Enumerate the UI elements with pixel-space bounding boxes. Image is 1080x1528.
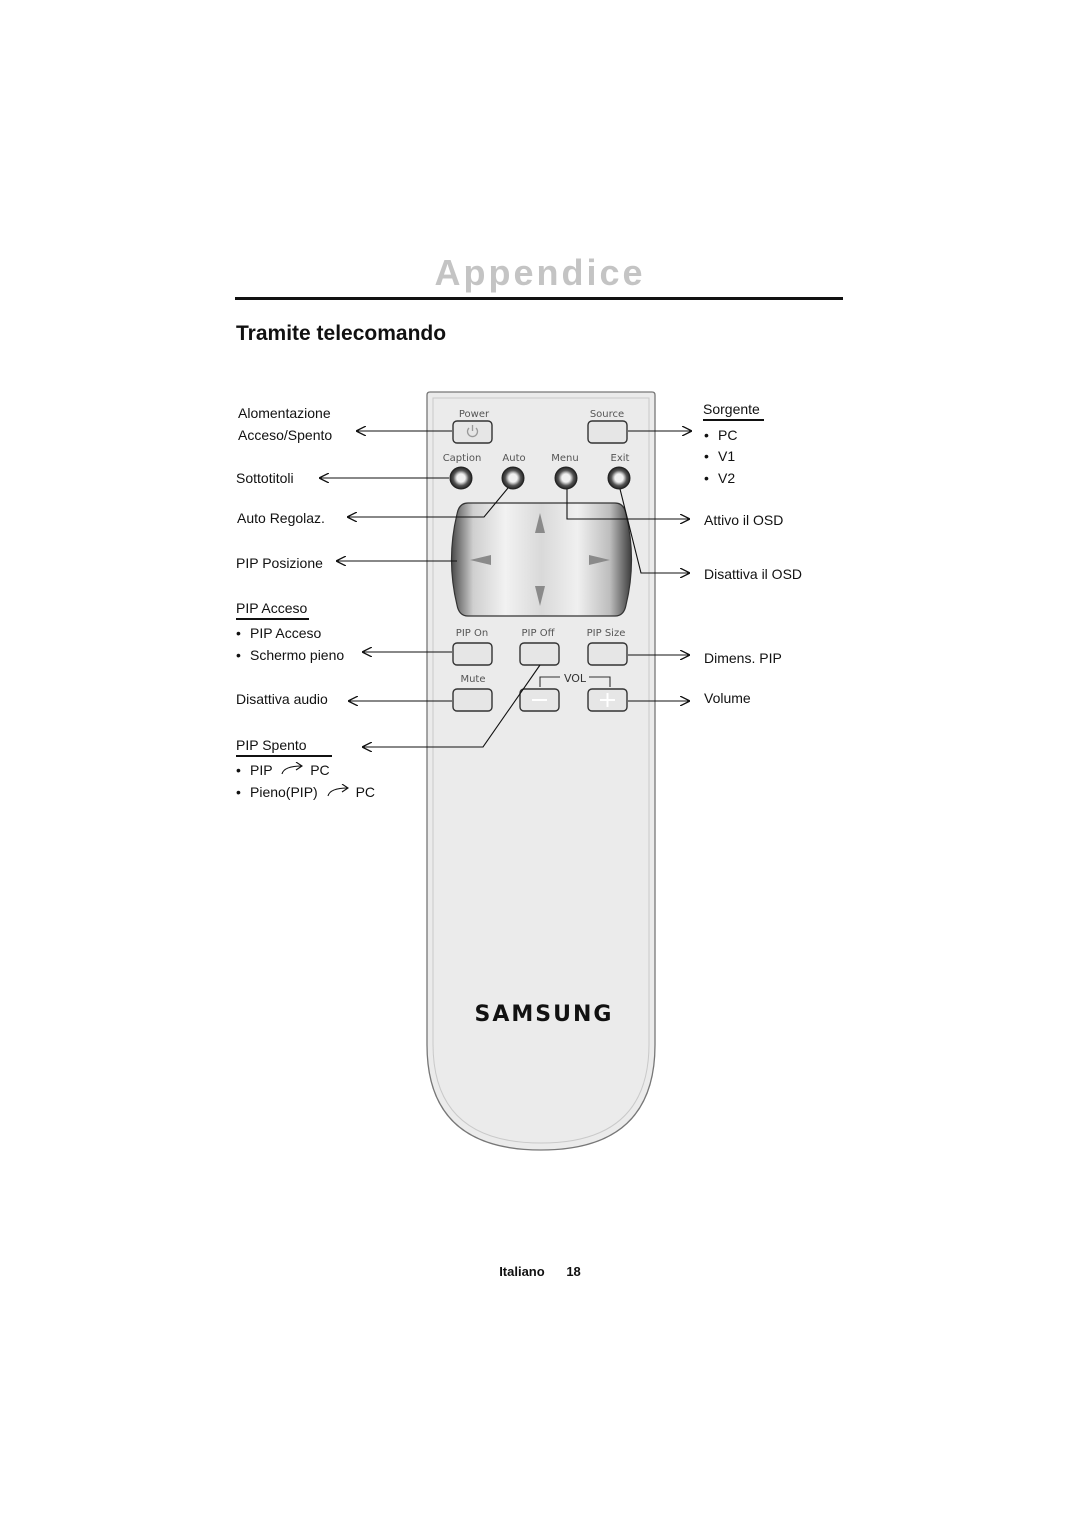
callout-lines	[319, 431, 692, 747]
pip-on-item-1: •PIP Acceso	[236, 625, 322, 641]
pip-on-item-2: •Schermo pieno	[236, 647, 345, 663]
footer-language: Italiano	[499, 1264, 545, 1279]
pip-size-button	[587, 642, 628, 666]
caption-callout-label: Sottotitoli	[236, 470, 294, 486]
title-rule	[235, 297, 843, 300]
page-footer: Italiano 18	[0, 1264, 1080, 1279]
mute-button	[452, 688, 493, 712]
menu-label: Menu	[551, 453, 578, 464]
arrow-up-icon	[535, 513, 545, 533]
mute-callout-label: Disattiva audio	[236, 691, 328, 707]
source-item-3: •V2	[704, 470, 736, 486]
page-subtitle: Tramite telecomando	[236, 322, 447, 345]
menu-callout-label: Attivo il OSD	[704, 512, 784, 528]
exit-callout-label: Disattiva il OSD	[704, 566, 803, 582]
source-item-2: •V1	[704, 448, 736, 464]
samsung-logo: SAMSUNG	[475, 1002, 614, 1027]
caption-label: Caption	[443, 453, 482, 464]
pip-off-button	[519, 642, 560, 666]
pip-off-title: PIP Spento	[236, 737, 332, 757]
source-label: Source	[590, 409, 624, 420]
source-title: Sorgente	[703, 401, 764, 421]
source-item-1: •PC	[704, 427, 738, 443]
power-label-line2: Acceso/Spento	[238, 427, 333, 443]
arrow-down-icon	[535, 586, 545, 606]
page-number: 18	[566, 1264, 581, 1279]
pip-off-item-2: •Pieno(PIP) PC	[236, 783, 376, 800]
pip-on-button	[452, 642, 493, 666]
section-title: Appendice	[434, 252, 646, 293]
power-icon	[466, 425, 479, 438]
pip-off-label: PIP Off	[522, 628, 556, 639]
exit-label: Exit	[611, 453, 630, 464]
power-label-line1: Alomentazione	[238, 405, 331, 421]
pip-on-label: PIP On	[456, 628, 488, 639]
vol-label: VOL	[564, 672, 587, 685]
auto-callout-label: Auto Regolaz.	[237, 510, 325, 526]
volume-callout-label: Volume	[704, 690, 751, 706]
arrow-right-icon	[589, 555, 610, 565]
source-button	[587, 420, 628, 444]
power-label: Power	[459, 409, 490, 420]
power-button	[452, 420, 493, 444]
pip-position-callout-label: PIP Posizione	[236, 555, 323, 571]
arrow-left-icon	[470, 555, 491, 565]
plus-icon	[600, 693, 615, 707]
auto-label: Auto	[502, 453, 525, 464]
arrow-right-icon	[281, 761, 304, 775]
mute-label: Mute	[460, 674, 485, 685]
pip-size-label: PIP Size	[587, 628, 626, 639]
pip-off-item-1: •PIP PC	[236, 761, 330, 778]
pip-size-callout-label: Dimens. PIP	[704, 650, 782, 666]
arrow-right-icon	[327, 783, 349, 797]
pip-on-title: PIP Acceso	[236, 600, 309, 620]
vol-bracket	[539, 676, 611, 687]
